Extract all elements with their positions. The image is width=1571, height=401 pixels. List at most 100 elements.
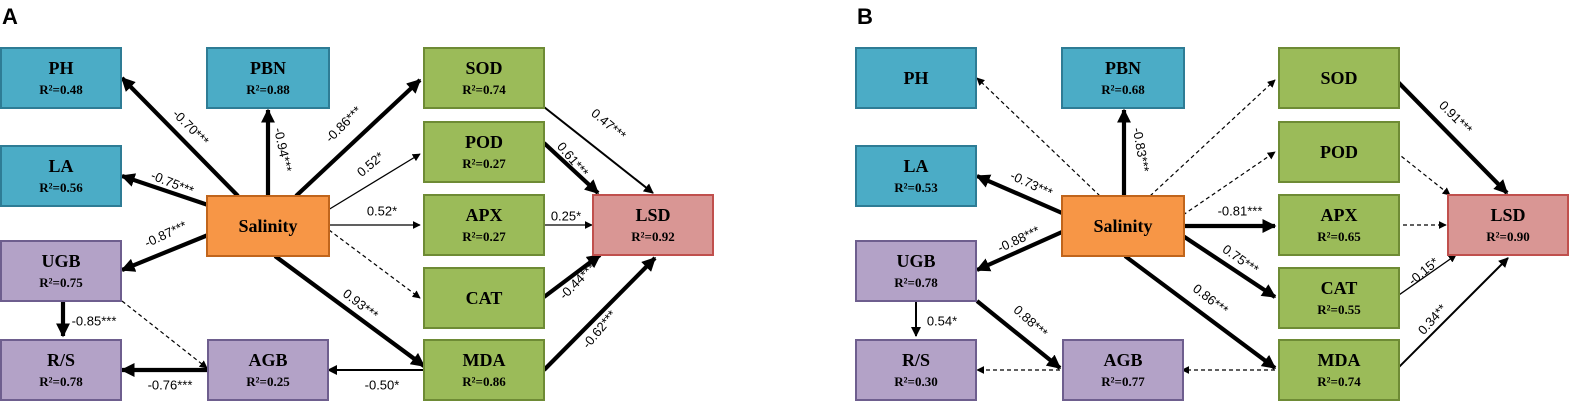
edge-label-sal-apx: 0.52* — [367, 203, 397, 218]
edge-sal-to-sod — [294, 78, 422, 198]
node-box-agb — [207, 339, 329, 401]
node-cat: CAT — [423, 267, 545, 329]
node-title-pbn: PBN — [1105, 58, 1141, 78]
node-sod: SOD — [1278, 47, 1400, 109]
edge-sal-to-ugb — [975, 230, 1063, 272]
node-box-apx — [1278, 194, 1400, 256]
node-ph: PH — [855, 47, 977, 109]
node-r2-apx: R²=0.27 — [462, 229, 506, 244]
node-box-lsd — [592, 194, 714, 256]
node-box-mda — [423, 339, 545, 401]
edge-pod-to-lsd — [542, 141, 600, 195]
node-r2-sod: R²=0.74 — [462, 82, 506, 97]
edge-label-apx-lsd: 0.25* — [551, 208, 581, 223]
node-title-ugb: UGB — [896, 251, 935, 271]
node-title-ph: PH — [49, 58, 74, 78]
edge-sal-to-ugb — [120, 233, 209, 272]
node-agb: AGB R²=0.77 — [1062, 339, 1184, 401]
node-title-agb: AGB — [1103, 350, 1142, 370]
node-r2-rs: R²=0.78 — [39, 374, 83, 389]
node-r2-lsd: R²=0.92 — [631, 229, 674, 244]
edge-sal-to-pod — [1182, 151, 1276, 216]
node-box-ugb — [855, 240, 977, 302]
node-title-cat: CAT — [466, 288, 503, 308]
node-box-la — [0, 145, 122, 207]
panel-label-a: A — [2, 4, 18, 29]
edge-label-sal-pbn: -0.94*** — [271, 126, 295, 173]
edge-cat-to-lsd — [1395, 254, 1457, 298]
node-box-cat — [423, 267, 545, 329]
node-box-pod — [1278, 121, 1400, 183]
edge-cat-to-lsd — [542, 253, 602, 299]
node-box-agb — [1062, 339, 1184, 401]
edge-label-agb-rs: -0.76*** — [148, 377, 193, 392]
edge-label-ugb-rs: 0.54* — [927, 313, 957, 328]
edge-label-sal-ph: -0.70*** — [170, 106, 212, 148]
node-r2-cat: R²=0.55 — [1317, 302, 1361, 317]
node-pod: POD — [1278, 121, 1400, 183]
edge-sal-to-ph — [120, 76, 240, 198]
edge-label-sal-la: -0.73*** — [1008, 168, 1055, 201]
node-r2-apx: R²=0.65 — [1317, 229, 1361, 244]
edge-ugb-to-agb — [121, 300, 208, 369]
edge-label-sod-lsd: 0.91*** — [1436, 98, 1475, 137]
node-title-pbn: PBN — [250, 58, 286, 78]
edge-sal-to-mda — [273, 254, 426, 368]
node-box-mda — [1278, 339, 1400, 401]
node-title-sod: SOD — [1320, 68, 1357, 88]
node-title-sal: Salinity — [238, 216, 297, 236]
node-rs: R/SR²=0.78 — [0, 339, 122, 401]
node-box-sod — [423, 47, 545, 109]
node-lsd: LSD R²=0.92 — [592, 194, 714, 256]
edge-label-sal-pbn: -0.83*** — [1130, 126, 1153, 173]
node-box-sod — [1278, 47, 1400, 109]
edge-label-sal-apx: -0.81*** — [1218, 203, 1263, 218]
node-title-lsd: LSD — [635, 205, 670, 225]
edge-mda-to-lsd — [542, 256, 657, 372]
node-title-lsd: LSD — [1490, 205, 1525, 225]
edge-sal-to-pod — [327, 153, 421, 211]
node-rs: R/SR²=0.30 — [855, 339, 977, 401]
edge-sal-to-la — [120, 173, 209, 207]
edge-mda-to-lsd — [1395, 257, 1509, 371]
node-box-lsd — [1447, 194, 1569, 256]
node-r2-agb: R²=0.25 — [246, 374, 290, 389]
node-sal: Salinity — [206, 195, 330, 257]
node-title-pod: POD — [1320, 142, 1358, 162]
edge-ugb-to-agb — [975, 299, 1062, 370]
node-r2-mda: R²=0.74 — [1317, 374, 1361, 389]
edge-label-ugb-rs: -0.85*** — [72, 313, 117, 328]
node-title-sod: SOD — [465, 58, 502, 78]
node-box-rs — [855, 339, 977, 401]
node-r2-lsd: R²=0.90 — [1486, 229, 1529, 244]
node-box-pbn — [206, 47, 330, 109]
node-title-ugb: UGB — [41, 251, 80, 271]
edge-label-mda-agb: -0.50* — [365, 377, 400, 392]
node-title-la: LA — [903, 156, 928, 176]
edge-sal-to-la — [975, 174, 1063, 215]
edge-label-mda-lsd: 0.34** — [1415, 301, 1450, 337]
node-box-pod — [423, 121, 545, 183]
node-title-sal: Salinity — [1093, 216, 1152, 236]
node-title-cat: CAT — [1321, 278, 1358, 298]
edge-sod-to-lsd — [543, 106, 654, 194]
node-box-apx — [423, 194, 545, 256]
node-sal: Salinity — [1061, 195, 1185, 257]
node-r2-agb: R²=0.77 — [1101, 374, 1145, 389]
edge-label-sal-pod: 0.52* — [354, 149, 387, 180]
node-r2-ph: R²=0.48 — [39, 82, 83, 97]
edge-label-cat-lsd: -0.15* — [1405, 254, 1441, 288]
node-title-la: LA — [48, 156, 73, 176]
